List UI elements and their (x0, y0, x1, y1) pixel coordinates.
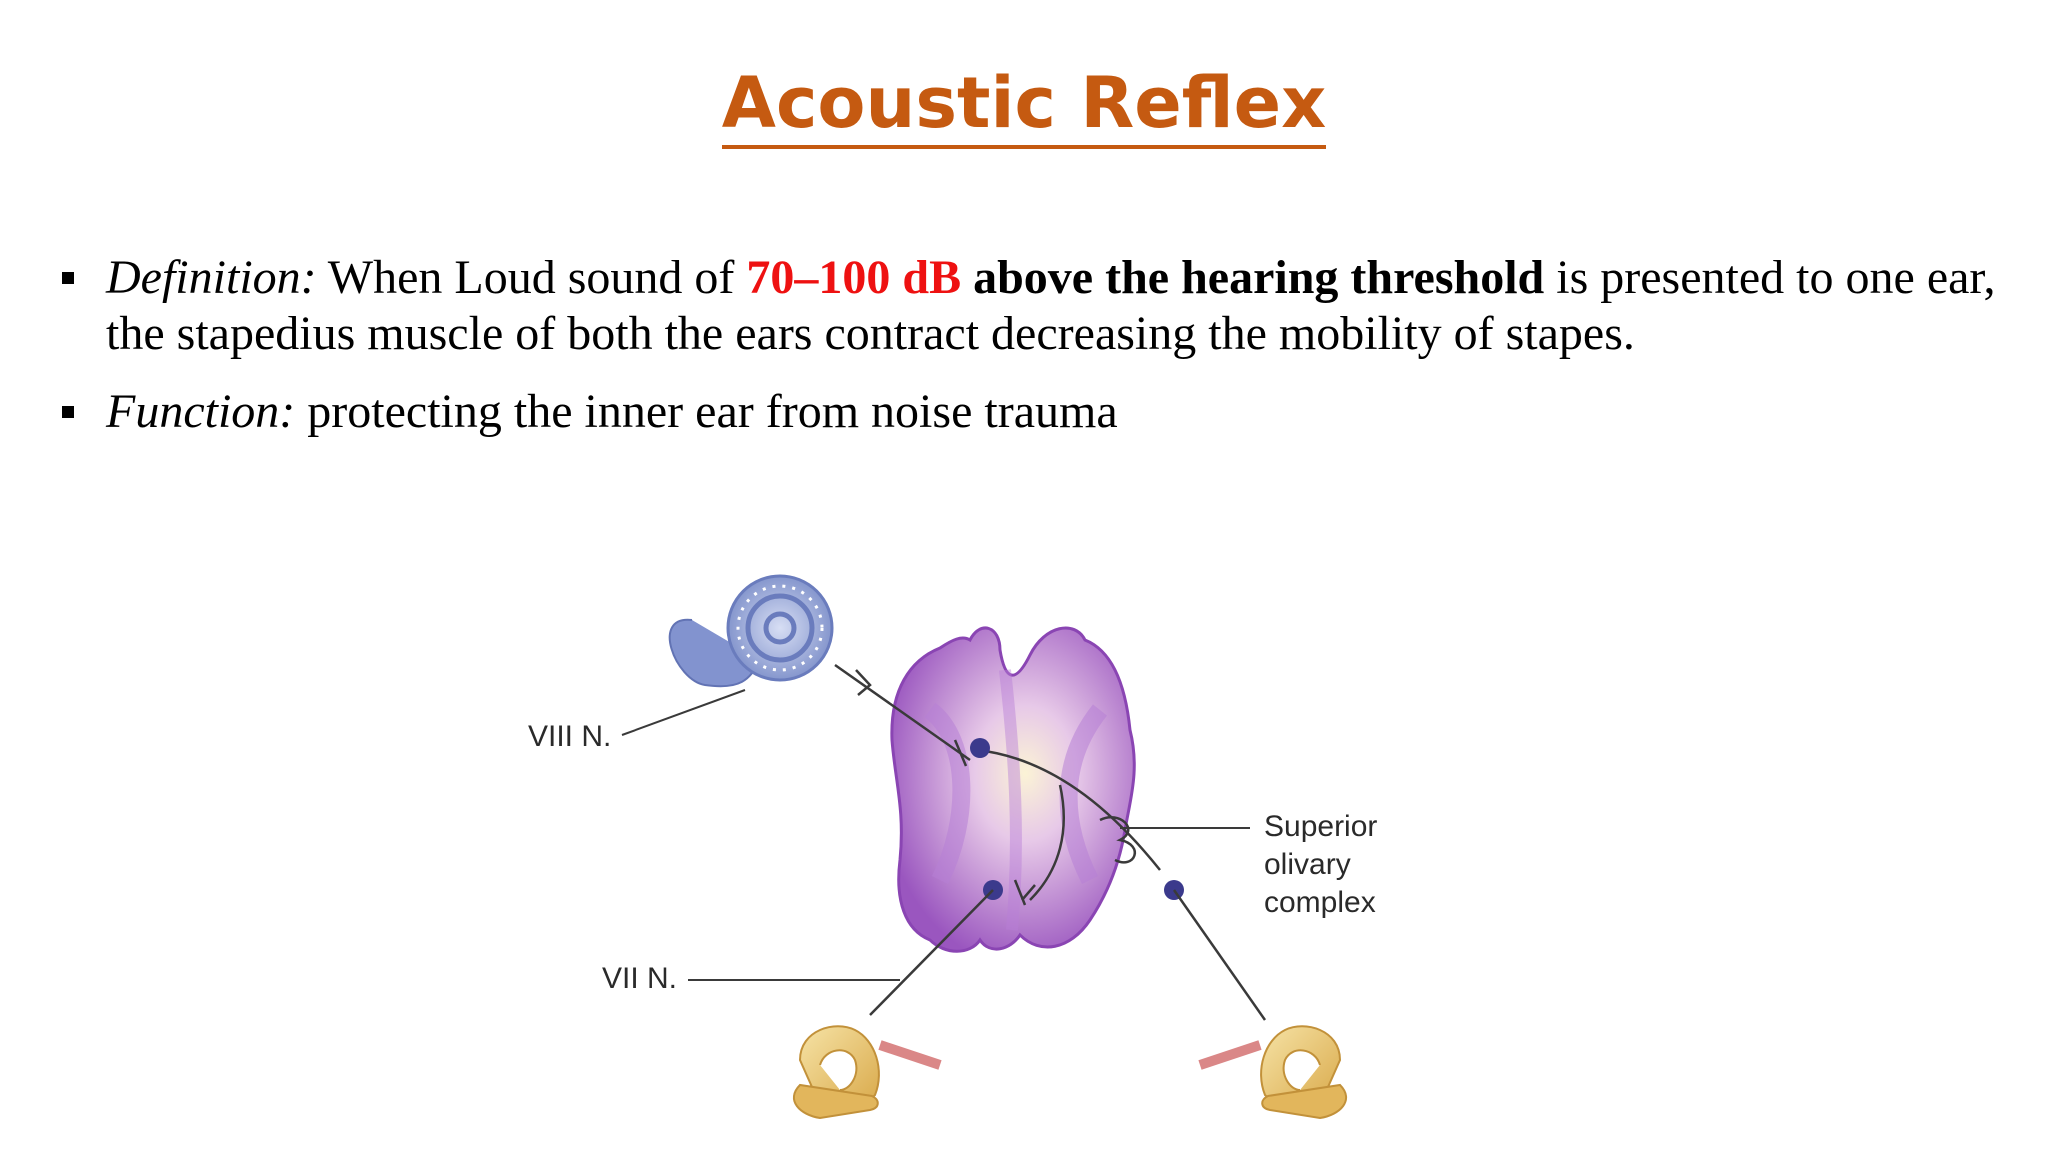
threshold-bold-text: above the hearing threshold (961, 251, 1545, 304)
left-stapes-illustration (792, 1025, 942, 1120)
bullet-function: Function: protecting the inner ear from … (56, 384, 1996, 440)
decibel-highlight: 70–100 dB (746, 251, 962, 304)
definition-text-1: When Loud sound of (316, 251, 747, 304)
brainstem-illustration (890, 626, 1136, 953)
square-bullet-icon (62, 406, 74, 418)
function-text: protecting the inner ear from noise trau… (295, 385, 1118, 438)
definition-text-2: is presented to one ear, the stapedius m… (106, 251, 1996, 360)
label-superior-line3: complex (1264, 886, 1376, 919)
viii-n-leader (621, 689, 746, 736)
slide-title: Acoustic Reflex (0, 58, 2048, 149)
bullet-definition: Definition: When Loud sound of 70–100 dB… (56, 250, 1996, 362)
cochlear-nucleus (970, 738, 990, 758)
left-efferent-line (869, 889, 994, 1016)
square-bullet-icon (62, 272, 74, 284)
label-viii-n: VIII N. (528, 720, 611, 753)
definition-term: Definition: (106, 251, 317, 304)
acoustic-reflex-diagram: VIII N. VII N. Superior olivary complex (528, 574, 1377, 1120)
neural-pathways (834, 663, 1161, 906)
right-efferent-line (1172, 889, 1267, 1021)
right-stapes-illustration (1198, 1025, 1348, 1120)
bullet-list: Definition: When Loud sound of 70–100 dB… (56, 250, 1996, 462)
slide-title-text: Acoustic Reflex (721, 62, 1327, 149)
cochlea-illustration (668, 574, 834, 688)
label-vii-n: VII N. (602, 962, 677, 995)
label-superior-line1: Superior (1264, 810, 1377, 843)
function-term: Function: (106, 385, 296, 438)
label-superior-line2: olivary (1264, 848, 1351, 881)
